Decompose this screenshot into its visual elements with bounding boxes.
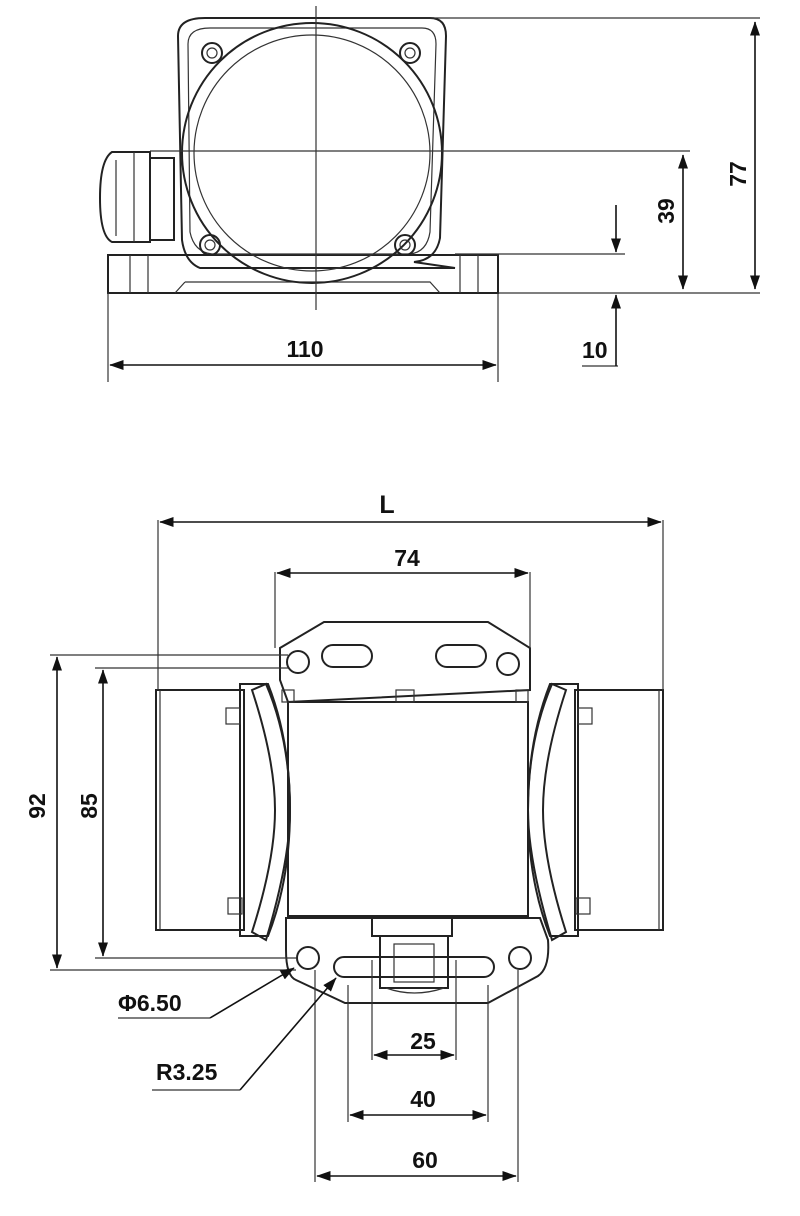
eccentric-weight-left xyxy=(225,682,292,942)
corner-bolt xyxy=(199,42,421,256)
dim-label-10: 10 xyxy=(582,337,608,363)
motor-end-right xyxy=(574,689,664,931)
motor-end-left xyxy=(155,689,245,931)
dim-label-L: L xyxy=(379,491,394,519)
dim-label-77: 77 xyxy=(725,161,751,187)
bottom-view: L 74 92 85 Φ6.50 R3.25 25 40 60 xyxy=(24,491,664,1182)
mount-hole xyxy=(296,946,320,970)
mount-slot xyxy=(321,644,373,668)
dim-label-60: 60 xyxy=(412,1147,438,1173)
mount-hole xyxy=(508,946,532,970)
housing-circle-outer xyxy=(181,22,443,284)
dim-label-92: 92 xyxy=(24,793,50,819)
base-plate xyxy=(107,254,499,294)
motor-housing xyxy=(176,17,456,269)
dim-label-85: 85 xyxy=(76,793,102,819)
mount-hole xyxy=(496,652,520,676)
label-radius: R3.25 xyxy=(156,1059,218,1085)
leader-phi xyxy=(209,967,295,1019)
mount-hole xyxy=(286,650,310,674)
mount-slot xyxy=(333,956,495,978)
dim-label-25: 25 xyxy=(410,1028,436,1054)
dim-label-110: 110 xyxy=(286,336,323,362)
cable-gland xyxy=(98,151,175,243)
mount-slot xyxy=(435,644,487,668)
cable-gland-bottom xyxy=(371,917,453,994)
eccentric-weight-right xyxy=(526,682,593,942)
dim-label-40: 40 xyxy=(410,1086,436,1112)
top-view: 77 39 10 110 xyxy=(98,6,761,382)
top-flange xyxy=(279,621,531,704)
motor-body xyxy=(287,701,529,917)
leader-radius xyxy=(239,977,337,1091)
dim-label-74: 74 xyxy=(394,545,420,571)
housing-circle-inner xyxy=(193,34,431,272)
label-phi: Φ6.50 xyxy=(118,990,182,1016)
dim-label-39: 39 xyxy=(653,198,679,224)
